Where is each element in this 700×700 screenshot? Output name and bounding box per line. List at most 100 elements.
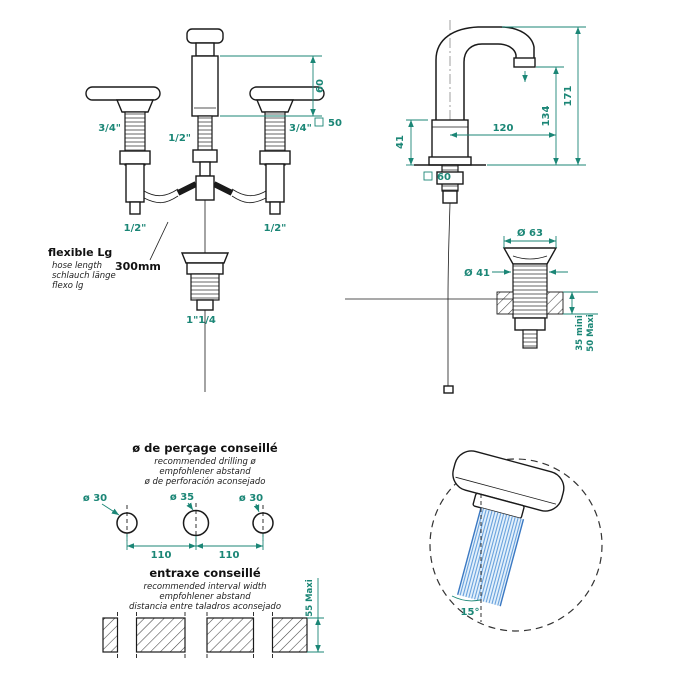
spray-angle-label: 15° xyxy=(461,607,480,618)
spout-inner-curve xyxy=(463,43,517,120)
drain-flange-side xyxy=(502,247,558,265)
tee-body xyxy=(195,175,215,201)
drilling-title-de: empfohlener abstand xyxy=(159,467,251,477)
body-dia-dim: Ø 41 xyxy=(464,267,490,279)
tee-left-arm xyxy=(176,181,198,196)
spout-thread-size: 1/2" xyxy=(168,133,191,144)
flexible-value: 300mm xyxy=(115,260,161,273)
leader-line xyxy=(149,221,169,261)
flexible-es: flexo lg xyxy=(52,281,84,291)
side-hose xyxy=(447,202,451,388)
side-dimensions: 171 134 41 120 60 xyxy=(395,26,586,183)
tilted-spout-group xyxy=(452,450,565,607)
spacing-right-dim: 110 xyxy=(219,550,240,561)
side-spout xyxy=(414,26,536,394)
flexible-en: hose length xyxy=(52,261,102,271)
drain-dome xyxy=(186,262,224,275)
left-hose-end xyxy=(129,201,141,215)
drain-threaded-body xyxy=(190,273,220,301)
slab-segment xyxy=(271,617,308,653)
drilling-title-block: ø de perçage conseillé recommended drill… xyxy=(132,441,278,487)
right-hose-end xyxy=(269,201,281,215)
counter-max-dim: 50 Maxi xyxy=(586,314,596,351)
outlet-height-dim: 134 xyxy=(541,106,552,127)
left-lever xyxy=(85,86,161,101)
square-symbol xyxy=(314,117,324,127)
base-flare xyxy=(428,156,472,166)
front-view: 60 50 3/4" 3/4" 1/2" 1/2" 1/2" 1"1/4 fle… xyxy=(48,28,342,392)
spout-nut xyxy=(192,149,218,163)
flexible-title: flexible Lg xyxy=(48,246,112,259)
spray-detail: 15° xyxy=(429,450,603,632)
counter-min-dim: 35 mini xyxy=(575,315,585,351)
interval-title-de: empfohlener abstand xyxy=(159,592,251,602)
left-valve-size: 3/4" xyxy=(98,123,121,134)
interval-title-es: distancia entre taladros aconsejado xyxy=(129,602,281,612)
right-hose-curve xyxy=(231,195,267,204)
side-view: 171 134 41 120 60 Ø 63 xyxy=(345,20,598,394)
drain-tailpiece xyxy=(522,329,538,349)
right-handle-base xyxy=(255,99,295,113)
flange-dia-dim: Ø 63 xyxy=(517,227,543,239)
left-valve-body xyxy=(125,163,145,203)
tee-right-arm xyxy=(212,181,234,196)
total-height-dim: 171 xyxy=(563,86,574,107)
counter-slab: 55 Maxi xyxy=(102,578,324,658)
spout-stem xyxy=(199,161,211,177)
spacing-left-dim: 110 xyxy=(151,550,172,561)
detail-spout-line xyxy=(455,476,557,505)
angle-arc xyxy=(451,595,481,602)
hole-left xyxy=(116,512,138,534)
detail-circle xyxy=(429,458,603,632)
drain-locknut xyxy=(514,317,546,331)
square-symbol xyxy=(423,171,433,181)
right-nut xyxy=(259,150,291,165)
spout-shank xyxy=(197,115,213,153)
spout-body xyxy=(191,55,219,117)
thickness-dim: 55 Maxi xyxy=(305,579,315,616)
side-body xyxy=(431,119,469,159)
hole-center xyxy=(182,509,210,537)
drain-tail xyxy=(196,299,214,311)
left-hose-size: 1/2" xyxy=(124,223,147,234)
left-nut xyxy=(119,150,151,165)
right-valve-body xyxy=(265,163,285,203)
side-nut xyxy=(436,171,464,185)
right-handle xyxy=(249,86,325,215)
interval-title-en: recommended interval width xyxy=(143,582,266,592)
flexible-hoses xyxy=(143,188,267,204)
hole-center-dia: ø 35 xyxy=(170,492,194,503)
spout-outlet xyxy=(513,57,536,68)
spray-fill xyxy=(457,507,524,607)
left-hose-curve xyxy=(143,195,179,204)
left-hose-curve xyxy=(143,188,179,197)
interval-title-block: entraxe conseillé recommended interval w… xyxy=(129,566,281,612)
base-square-dim: 60 xyxy=(437,172,451,183)
hose-connector xyxy=(443,385,454,394)
reach-dim: 120 xyxy=(493,123,514,134)
drilling-title-es: ø de perforación aconsejado xyxy=(144,476,266,487)
front-dimensions: 60 50 3/4" 3/4" 1/2" 1/2" 1/2" 1"1/4 xyxy=(98,55,342,326)
spout-square-dim: 50 xyxy=(328,118,342,129)
right-valve-size: 3/4" xyxy=(289,123,312,134)
left-handle-base xyxy=(115,99,155,113)
flange-curve xyxy=(512,255,548,260)
spout-cap xyxy=(186,28,224,44)
spout-height-dim: 60 xyxy=(315,79,326,93)
slab-segment xyxy=(135,617,186,653)
right-hose-curve xyxy=(231,188,267,197)
water-spray xyxy=(456,507,525,607)
hole-right xyxy=(252,512,274,534)
drilling-title-fr: ø de perçage conseillé xyxy=(132,441,278,455)
side-fitting xyxy=(442,190,458,204)
counter-section-right xyxy=(546,291,564,315)
slab-segment xyxy=(206,617,255,653)
left-handle xyxy=(85,86,161,215)
drain-flange xyxy=(180,252,230,264)
drill-holes: ø 30 ø 35 ø 30 110 110 xyxy=(83,492,274,561)
body-height-dim: 41 xyxy=(395,135,406,149)
drain-dimensions: Ø 63 Ø 41 35 mini 50 Maxi xyxy=(464,227,598,352)
slab-segment xyxy=(102,617,119,653)
